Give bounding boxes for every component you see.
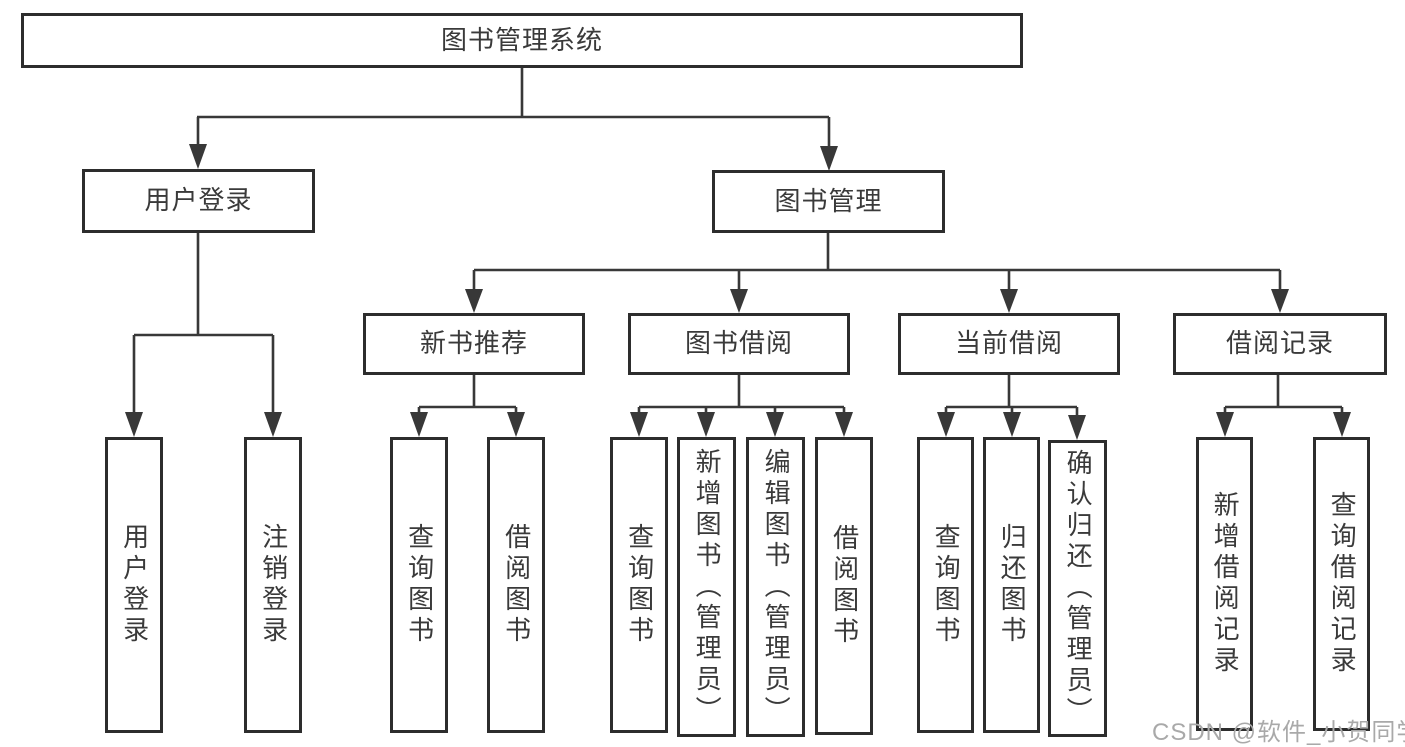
node-leaf-borrow-book-recommend-label: 借阅图书 [501,523,532,647]
node-leaf-return-book: 归还图书 [983,437,1040,733]
node-leaf-query-book-recommend-label: 查询图书 [404,523,435,647]
node-user-login: 用户登录 [82,169,315,233]
node-book-borrowing-label: 图书借阅 [684,328,793,359]
node-leaf-edit-book-admin: 编辑图书（管理员） [746,437,805,737]
node-book-management: 图书管理 [712,170,945,233]
node-leaf-borrow-book: 借阅图书 [815,437,873,735]
node-leaf-query-book-borrowing: 查询图书 [610,437,668,733]
node-leaf-add-book-admin: 新增图书（管理员） [677,437,736,737]
node-leaf-query-book-current-label: 查询图书 [931,523,962,647]
node-new-book-recommend: 新书推荐 [363,313,585,375]
node-system-root: 图书管理系统 [21,13,1023,68]
node-borrow-records-label: 借阅记录 [1225,328,1334,359]
node-leaf-user-login: 用户登录 [105,437,163,733]
node-system-root-label: 图书管理系统 [440,24,603,55]
node-leaf-borrow-book-label: 借阅图书 [829,524,860,648]
node-leaf-query-book-recommend: 查询图书 [390,437,448,733]
node-leaf-borrow-book-recommend: 借阅图书 [487,437,545,733]
node-leaf-confirm-return-admin-label: 确认归还（管理员） [1063,449,1094,728]
watermark: CSDN @软件_小贺同学 [1152,719,1405,746]
node-new-book-recommend-label: 新书推荐 [419,328,528,359]
node-current-borrowing-label: 当前借阅 [954,328,1063,359]
connector-paths [132,68,1344,419]
node-leaf-add-book-admin-label: 新增图书（管理员） [692,447,723,727]
node-leaf-add-borrow-record: 新增借阅记录 [1196,437,1253,731]
node-book-management-label: 图书管理 [774,185,883,216]
node-leaf-logout: 注销登录 [244,437,302,733]
node-borrow-records: 借阅记录 [1173,313,1387,375]
node-current-borrowing: 当前借阅 [898,313,1120,375]
node-leaf-add-borrow-record-label: 新增借阅记录 [1210,491,1241,677]
node-leaf-query-borrow-record-label: 查询借阅记录 [1327,491,1358,677]
node-leaf-confirm-return-admin: 确认归还（管理员） [1048,440,1107,737]
node-leaf-return-book-label: 归还图书 [997,523,1028,647]
node-leaf-edit-book-admin-label: 编辑图书（管理员） [761,447,792,727]
node-leaf-query-borrow-record: 查询借阅记录 [1313,437,1370,731]
node-book-borrowing: 图书借阅 [628,313,850,375]
node-leaf-logout-label: 注销登录 [258,523,289,647]
node-leaf-user-login-label: 用户登录 [119,523,150,647]
node-user-login-label: 用户登录 [144,185,253,216]
node-leaf-query-book-current: 查询图书 [917,437,974,733]
arrowheads [125,144,1351,440]
node-leaf-query-book-borrowing-label: 查询图书 [624,523,655,647]
